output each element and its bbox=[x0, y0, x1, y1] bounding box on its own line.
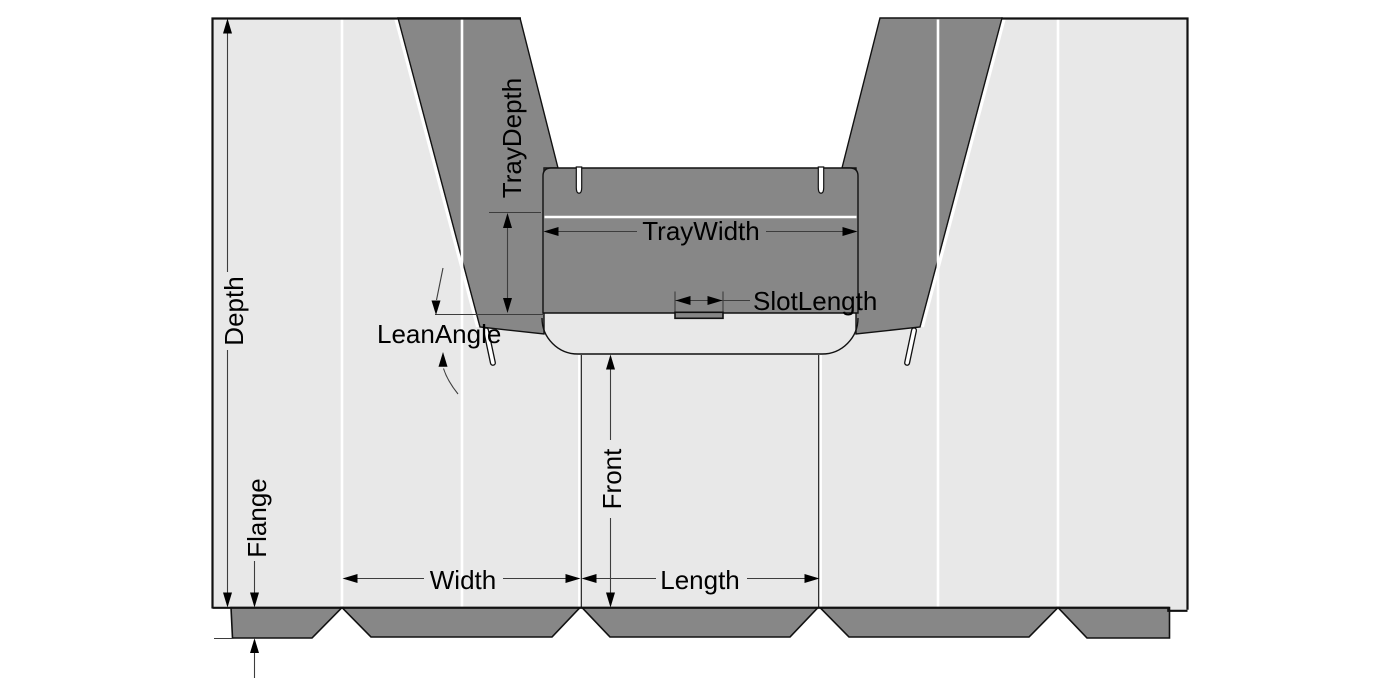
lean-angle-label: LeanAngle bbox=[377, 319, 501, 349]
slot-length-label: SlotLength bbox=[753, 286, 877, 316]
arrowhead-right bbox=[842, 227, 858, 236]
right-lock-pin bbox=[904, 327, 918, 366]
arrowhead-down bbox=[503, 298, 512, 313]
arrowhead-left bbox=[675, 296, 691, 305]
lean-angle-dimension: LeanAngle bbox=[377, 267, 501, 395]
flange-label: Flange bbox=[242, 478, 272, 558]
arrowhead-right bbox=[565, 574, 581, 583]
leader-arc bbox=[442, 368, 459, 395]
bottom-flap-3 bbox=[580, 606, 820, 638]
tray-depth-label: TrayDepth bbox=[497, 78, 527, 198]
arrowhead-down bbox=[250, 592, 259, 608]
tray-width-label: TrayWidth bbox=[642, 216, 760, 246]
sheet-panel-step bbox=[1168, 606, 1188, 610]
depth-label: Depth bbox=[219, 276, 249, 345]
depth-dimension: Depth bbox=[219, 18, 249, 608]
tray-depth-dimension: TrayDepth bbox=[435, 78, 544, 316]
arrowhead-down bbox=[223, 592, 232, 608]
leader-line bbox=[435, 267, 444, 301]
recess-arc-left bbox=[541, 317, 579, 355]
width-label: Width bbox=[430, 565, 496, 595]
tray-slot-right bbox=[817, 166, 825, 194]
top-cutout bbox=[516, 16, 884, 170]
tray-width-dimension: TrayWidth bbox=[543, 216, 858, 246]
bottom-flap-2 bbox=[340, 606, 582, 638]
arrowhead-right bbox=[707, 296, 723, 305]
tray-slot-left bbox=[575, 166, 583, 194]
right-band-gap-line bbox=[921, 17, 1006, 328]
sheet-border-left-top bbox=[211, 17, 521, 609]
length-label: Length bbox=[660, 565, 740, 595]
arrowhead-down bbox=[431, 300, 441, 315]
left-lock-pin bbox=[482, 327, 496, 366]
sheet-border-bottom bbox=[212, 606, 1188, 612]
length-dimension: Length bbox=[581, 565, 820, 595]
arrowhead-right bbox=[804, 574, 820, 583]
bottom-flap-4 bbox=[818, 606, 1060, 638]
width-dimension: Width bbox=[342, 565, 581, 595]
tray-bottom-slot bbox=[674, 311, 724, 320]
arrowhead-left bbox=[543, 227, 559, 236]
front-label: Front bbox=[597, 448, 627, 509]
sheet-border-top-right bbox=[1001, 17, 1189, 610]
left-band-gap-line bbox=[394, 17, 479, 328]
arrowhead-up bbox=[250, 638, 259, 653]
arrowhead-down bbox=[606, 592, 615, 608]
bottom-flap-1 bbox=[230, 606, 344, 639]
front-dimension: Front bbox=[597, 354, 627, 608]
arrowhead-left bbox=[581, 574, 597, 583]
flange-dimension: Flange bbox=[214, 478, 272, 678]
arrowhead-up bbox=[438, 352, 448, 367]
tray-panel bbox=[542, 167, 859, 314]
arrowhead-up bbox=[503, 213, 512, 228]
arrowhead-up bbox=[606, 354, 615, 370]
slot-length-dimension: SlotLength bbox=[674, 286, 877, 316]
recess-arc-right bbox=[821, 317, 859, 355]
arrowhead-left bbox=[342, 574, 358, 583]
right-leg-band bbox=[841, 17, 1003, 335]
bottom-flap-5 bbox=[1056, 606, 1171, 639]
arrowhead-up bbox=[223, 18, 232, 34]
